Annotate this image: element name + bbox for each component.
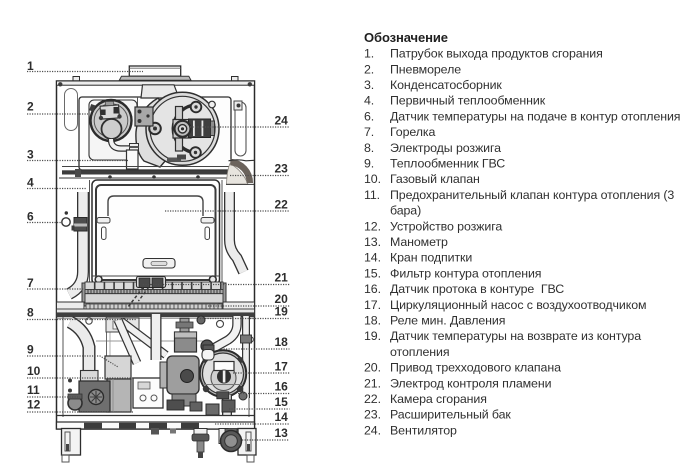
svg-text:19.: 19. <box>364 329 381 343</box>
svg-text:Устройство розжига: Устройство розжига <box>390 219 502 233</box>
svg-text:2.: 2. <box>364 62 374 76</box>
svg-text:Датчик температуры на возврате: Датчик температуры на возврате из контур… <box>390 329 641 343</box>
svg-text:20.: 20. <box>364 361 381 375</box>
svg-text:Расширительный бак: Расширительный бак <box>390 408 511 422</box>
svg-text:10: 10 <box>27 364 41 378</box>
svg-text:3: 3 <box>27 148 34 162</box>
svg-text:Датчик температуры на подаче в: Датчик температуры на подаче в контур от… <box>390 109 680 123</box>
svg-text:13: 13 <box>275 426 289 440</box>
svg-text:бара): бара) <box>390 204 421 218</box>
svg-text:Электрод контроля пламени: Электрод контроля пламени <box>390 376 552 390</box>
svg-text:Фильтр контура отопления: Фильтр контура отопления <box>390 266 541 280</box>
svg-text:14: 14 <box>275 410 289 424</box>
svg-text:17.: 17. <box>364 298 381 312</box>
svg-text:Предохранительный клапан конту: Предохранительный клапан контура отоплен… <box>390 188 674 202</box>
svg-text:16.: 16. <box>364 282 381 296</box>
svg-text:21: 21 <box>275 271 289 285</box>
svg-text:1: 1 <box>27 59 34 73</box>
svg-text:Привод трехходового клапана: Привод трехходового клапана <box>390 361 561 375</box>
svg-text:8.: 8. <box>364 141 374 155</box>
svg-text:Манометр: Манометр <box>390 235 448 249</box>
svg-text:Газовый клапан: Газовый клапан <box>390 172 480 186</box>
svg-text:Кран подпитки: Кран подпитки <box>390 251 472 265</box>
svg-text:10.: 10. <box>364 172 381 186</box>
svg-text:15.: 15. <box>364 266 381 280</box>
svg-text:Пневмореле: Пневмореле <box>390 62 461 76</box>
svg-text:Первичный теплообменник: Первичный теплообменник <box>390 94 546 108</box>
svg-text:14.: 14. <box>364 251 381 265</box>
svg-text:2: 2 <box>27 100 34 114</box>
svg-text:23: 23 <box>275 162 289 176</box>
svg-text:Камера сгорания: Камера сгорания <box>390 392 487 406</box>
svg-text:отопления: отопления <box>390 345 449 359</box>
svg-text:7.: 7. <box>364 125 374 139</box>
svg-text:Конденсатосборник: Конденсатосборник <box>390 78 502 92</box>
svg-text:11: 11 <box>27 383 40 397</box>
svg-text:Циркуляционный насос с воздухо: Циркуляционный насос с воздухоотводчиком <box>390 298 646 312</box>
svg-text:12: 12 <box>27 398 41 412</box>
svg-text:23.: 23. <box>364 408 381 422</box>
svg-text:6: 6 <box>27 210 34 224</box>
svg-text:Патрубок выхода продуктов сгор: Патрубок выхода продуктов сгорания <box>390 47 603 61</box>
svg-text:13.: 13. <box>364 235 381 249</box>
svg-text:Теплообменник ГВС: Теплообменник ГВС <box>390 157 505 171</box>
svg-text:9.: 9. <box>364 157 374 171</box>
svg-text:20: 20 <box>275 292 289 306</box>
svg-text:22: 22 <box>275 198 289 212</box>
svg-text:21.: 21. <box>364 376 381 390</box>
svg-text:18: 18 <box>275 335 289 349</box>
svg-text:Электроды розжига: Электроды розжига <box>390 141 501 155</box>
svg-text:9: 9 <box>27 343 34 357</box>
svg-text:Датчик протока в контуре ГВС: Датчик протока в контуре ГВС <box>390 282 564 296</box>
svg-text:22.: 22. <box>364 392 381 406</box>
svg-text:17: 17 <box>275 360 289 374</box>
svg-text:6.: 6. <box>364 109 374 123</box>
svg-text:8: 8 <box>27 306 34 320</box>
svg-text:3.: 3. <box>364 78 374 92</box>
svg-text:4: 4 <box>27 175 34 189</box>
svg-text:18.: 18. <box>364 314 381 328</box>
svg-text:15: 15 <box>275 395 289 409</box>
svg-text:Вентилятор: Вентилятор <box>390 423 457 437</box>
svg-text:24.: 24. <box>364 423 381 437</box>
svg-text:7: 7 <box>27 276 34 290</box>
svg-text:19: 19 <box>275 305 289 319</box>
svg-text:Горелка: Горелка <box>390 125 435 139</box>
svg-text:16: 16 <box>275 380 289 394</box>
svg-text:11.: 11. <box>364 188 380 202</box>
svg-text:24: 24 <box>275 114 289 128</box>
svg-text:1.: 1. <box>364 47 374 61</box>
svg-text:Обозначение: Обозначение <box>364 30 448 45</box>
svg-text:12.: 12. <box>364 219 381 233</box>
svg-text:4.: 4. <box>364 94 374 108</box>
svg-text:Реле мин. Давления: Реле мин. Давления <box>390 314 505 328</box>
